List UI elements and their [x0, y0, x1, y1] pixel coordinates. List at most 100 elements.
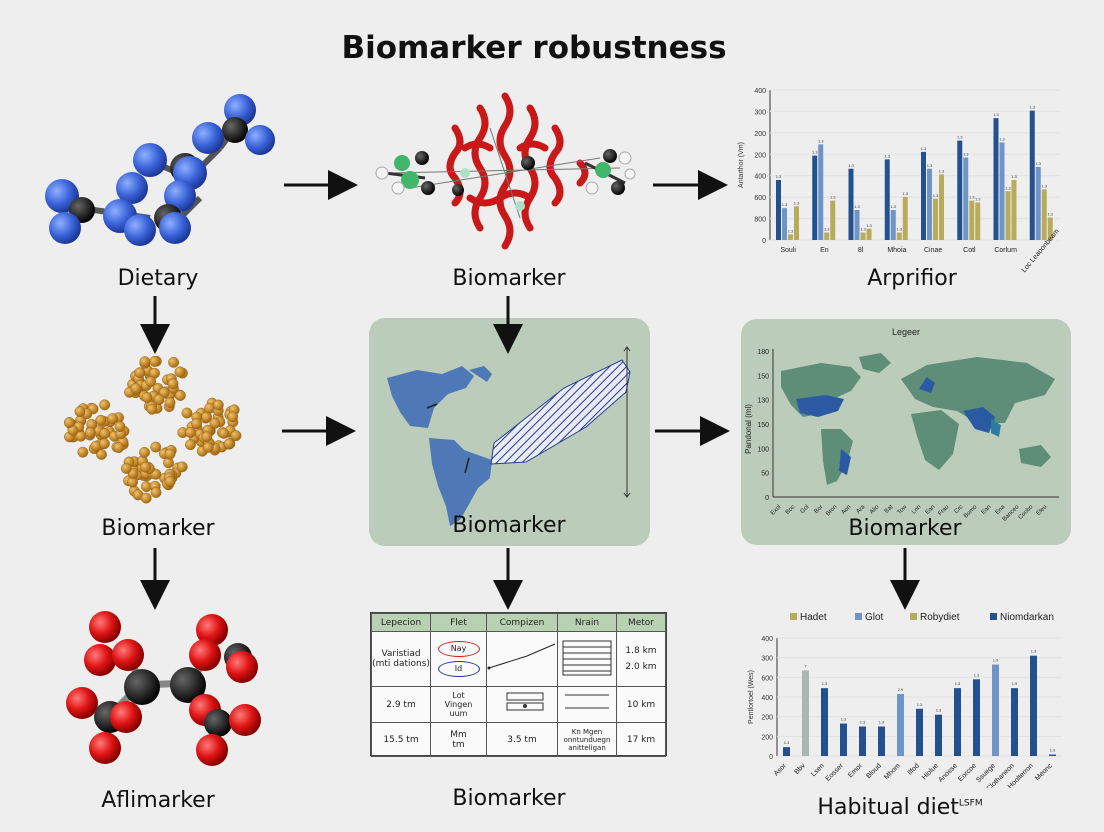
x-tick-label: Mhoia: [887, 247, 906, 254]
biomarker-left-label: Biomarker: [101, 516, 215, 541]
bar: [884, 159, 890, 240]
bar-value-label: 1.3: [917, 702, 923, 707]
x-tick-label: Eosser: [825, 762, 846, 783]
particle: [163, 457, 174, 469]
bar-value-label: 1.3: [927, 163, 933, 168]
particle: [149, 355, 161, 367]
bar-value-label: 1.9: [1012, 681, 1018, 686]
table-row: 15.5 tm Mm tm 3.5 tm Kn Mgen onntunduegn…: [371, 722, 666, 757]
table-cell: Mm tm: [430, 722, 487, 757]
bar-value-label: 1.3: [902, 191, 908, 196]
particle: [113, 442, 125, 453]
bar: [975, 202, 981, 240]
bar-value-label: 1.3: [974, 672, 980, 677]
y-tick-label: 100: [757, 446, 769, 453]
x-tick-label: Bloud: [865, 762, 883, 780]
y-tick-label: 0: [762, 238, 766, 245]
y-tick-label: 200: [754, 152, 766, 159]
table-cell: [557, 631, 617, 687]
y-tick-label: 0: [765, 495, 769, 502]
y-tick-label: 130: [757, 398, 769, 405]
oval-badge: Nay: [437, 641, 480, 657]
y-tick-label: 150: [757, 373, 769, 380]
bar: [794, 206, 799, 240]
particle: [212, 399, 224, 411]
bar-value-label: 1.9: [1050, 748, 1056, 753]
bar: [963, 157, 969, 240]
legend-swatch: [855, 613, 862, 620]
x-tick-label: En: [820, 247, 829, 254]
bar: [1011, 180, 1017, 240]
bar: [821, 688, 828, 756]
bar-value-label: 1.3: [776, 174, 782, 179]
particle: [134, 367, 146, 379]
particle: [185, 439, 196, 451]
x-tick-label: Aon: [841, 504, 853, 516]
arprifior-label: Arprifior: [867, 266, 957, 291]
aflimarker-label: Aflimarker: [101, 788, 215, 813]
particle: [77, 446, 89, 458]
particle: [150, 487, 162, 498]
world-map-panel: [741, 319, 1071, 545]
y-tick-label: 180: [757, 349, 769, 356]
bar-value-label: 2.9: [898, 687, 904, 692]
particle: [164, 397, 176, 408]
particle: [139, 356, 151, 368]
legend-label: Hadet: [800, 612, 827, 623]
dietary-label: Dietary: [117, 266, 199, 291]
table-cell: [486, 686, 558, 723]
bar: [782, 208, 787, 240]
bar: [973, 679, 980, 756]
table-cell: 17 km: [616, 722, 666, 757]
x-tick-label: Souli: [780, 247, 796, 254]
bar-value-label: 1.3: [1035, 161, 1041, 166]
y-tick-label: 600: [754, 195, 766, 202]
habitual-diet-sup: LSFM: [958, 798, 983, 809]
bar: [802, 670, 809, 756]
bar: [993, 118, 999, 240]
particle: [139, 446, 150, 458]
bar-value-label: 1.3: [782, 202, 788, 207]
table-header: Lepecion: [371, 613, 431, 632]
particle: [185, 427, 196, 438]
x-tick-label: Lsen: [810, 762, 826, 778]
particle: [99, 428, 111, 439]
stacked-lines-icon: [562, 640, 612, 675]
x-tick-label: Ara: [856, 504, 867, 515]
particle: [74, 406, 86, 417]
legend-label: Niomdarkan: [1000, 612, 1054, 623]
bar-value-label: 1.3: [896, 227, 902, 232]
habitual-diet-text: Habitual diet: [817, 795, 959, 820]
bar-value-label: 1.3: [1011, 174, 1017, 179]
x-tick-label: Crc: [954, 504, 965, 515]
legend-label: Robydiet: [920, 612, 960, 623]
x-tick-label: Bumo: [963, 504, 979, 520]
particle: [202, 441, 214, 453]
bar: [860, 232, 866, 240]
bar: [939, 174, 944, 240]
oval-badge: Id: [437, 661, 480, 677]
table-cell: Lot Vingen uum: [430, 686, 487, 723]
bar: [1049, 754, 1056, 756]
x-tick-label: Eleu: [1036, 504, 1049, 517]
particle: [141, 392, 153, 403]
x-tick-label: Ean: [925, 504, 937, 516]
legend-swatch: [790, 613, 797, 620]
bar-value-label: 1.3: [1047, 212, 1053, 217]
particle: [201, 431, 213, 443]
x-tick-label: Alio: [869, 504, 881, 516]
bar-value-label: 1.3: [866, 223, 872, 228]
diagram-title: Biomarker robustness: [341, 30, 727, 66]
center-map-icon: [387, 346, 631, 526]
bar-value-label: 1.9: [993, 658, 999, 663]
particle: [168, 356, 179, 368]
x-tick-label: Ilfod: [907, 762, 921, 776]
bar-value-label: 1.3: [969, 195, 975, 200]
legend-swatch: [910, 613, 917, 620]
particle: [191, 418, 202, 430]
bar: [788, 234, 793, 240]
bar: [916, 708, 923, 756]
bar-value-label: 1.3: [860, 227, 866, 232]
particle: [150, 441, 162, 453]
